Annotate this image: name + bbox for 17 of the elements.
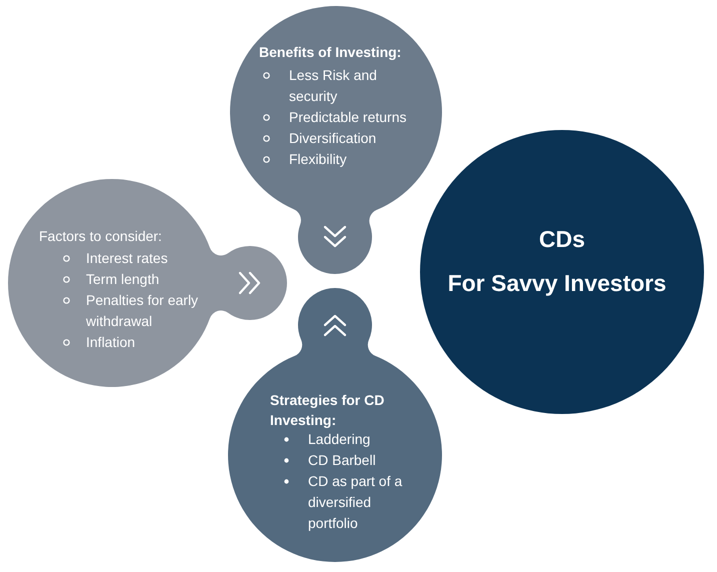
- list-item-text: Diversification: [289, 129, 376, 148]
- list-item-text: Term length: [86, 270, 160, 289]
- center-title: CDs: [538, 226, 585, 252]
- list-item-text: Inflation: [86, 333, 136, 352]
- list-item-text: Predictable returns: [289, 108, 407, 127]
- list-item-text: CD as part of a diversified portfolio: [308, 472, 404, 533]
- heading-text: Benefits of Investing:: [259, 43, 402, 62]
- list-item-text: Interest rates: [86, 249, 168, 268]
- heading-text: Factors to consider:: [39, 227, 162, 246]
- center-subtitle: For Savvy Investors: [448, 270, 666, 296]
- central-circle: [420, 130, 704, 414]
- list-item-text: CD Barbell: [308, 451, 376, 470]
- list-item-text: Flexibility: [289, 150, 347, 169]
- list-item-text: Laddering: [308, 430, 370, 449]
- list-item-text: Less Risk and security: [289, 66, 378, 106]
- list-item-text: Penalties for early withdrawal: [86, 291, 200, 331]
- heading-text: Strategies for CD Investing:: [270, 391, 386, 430]
